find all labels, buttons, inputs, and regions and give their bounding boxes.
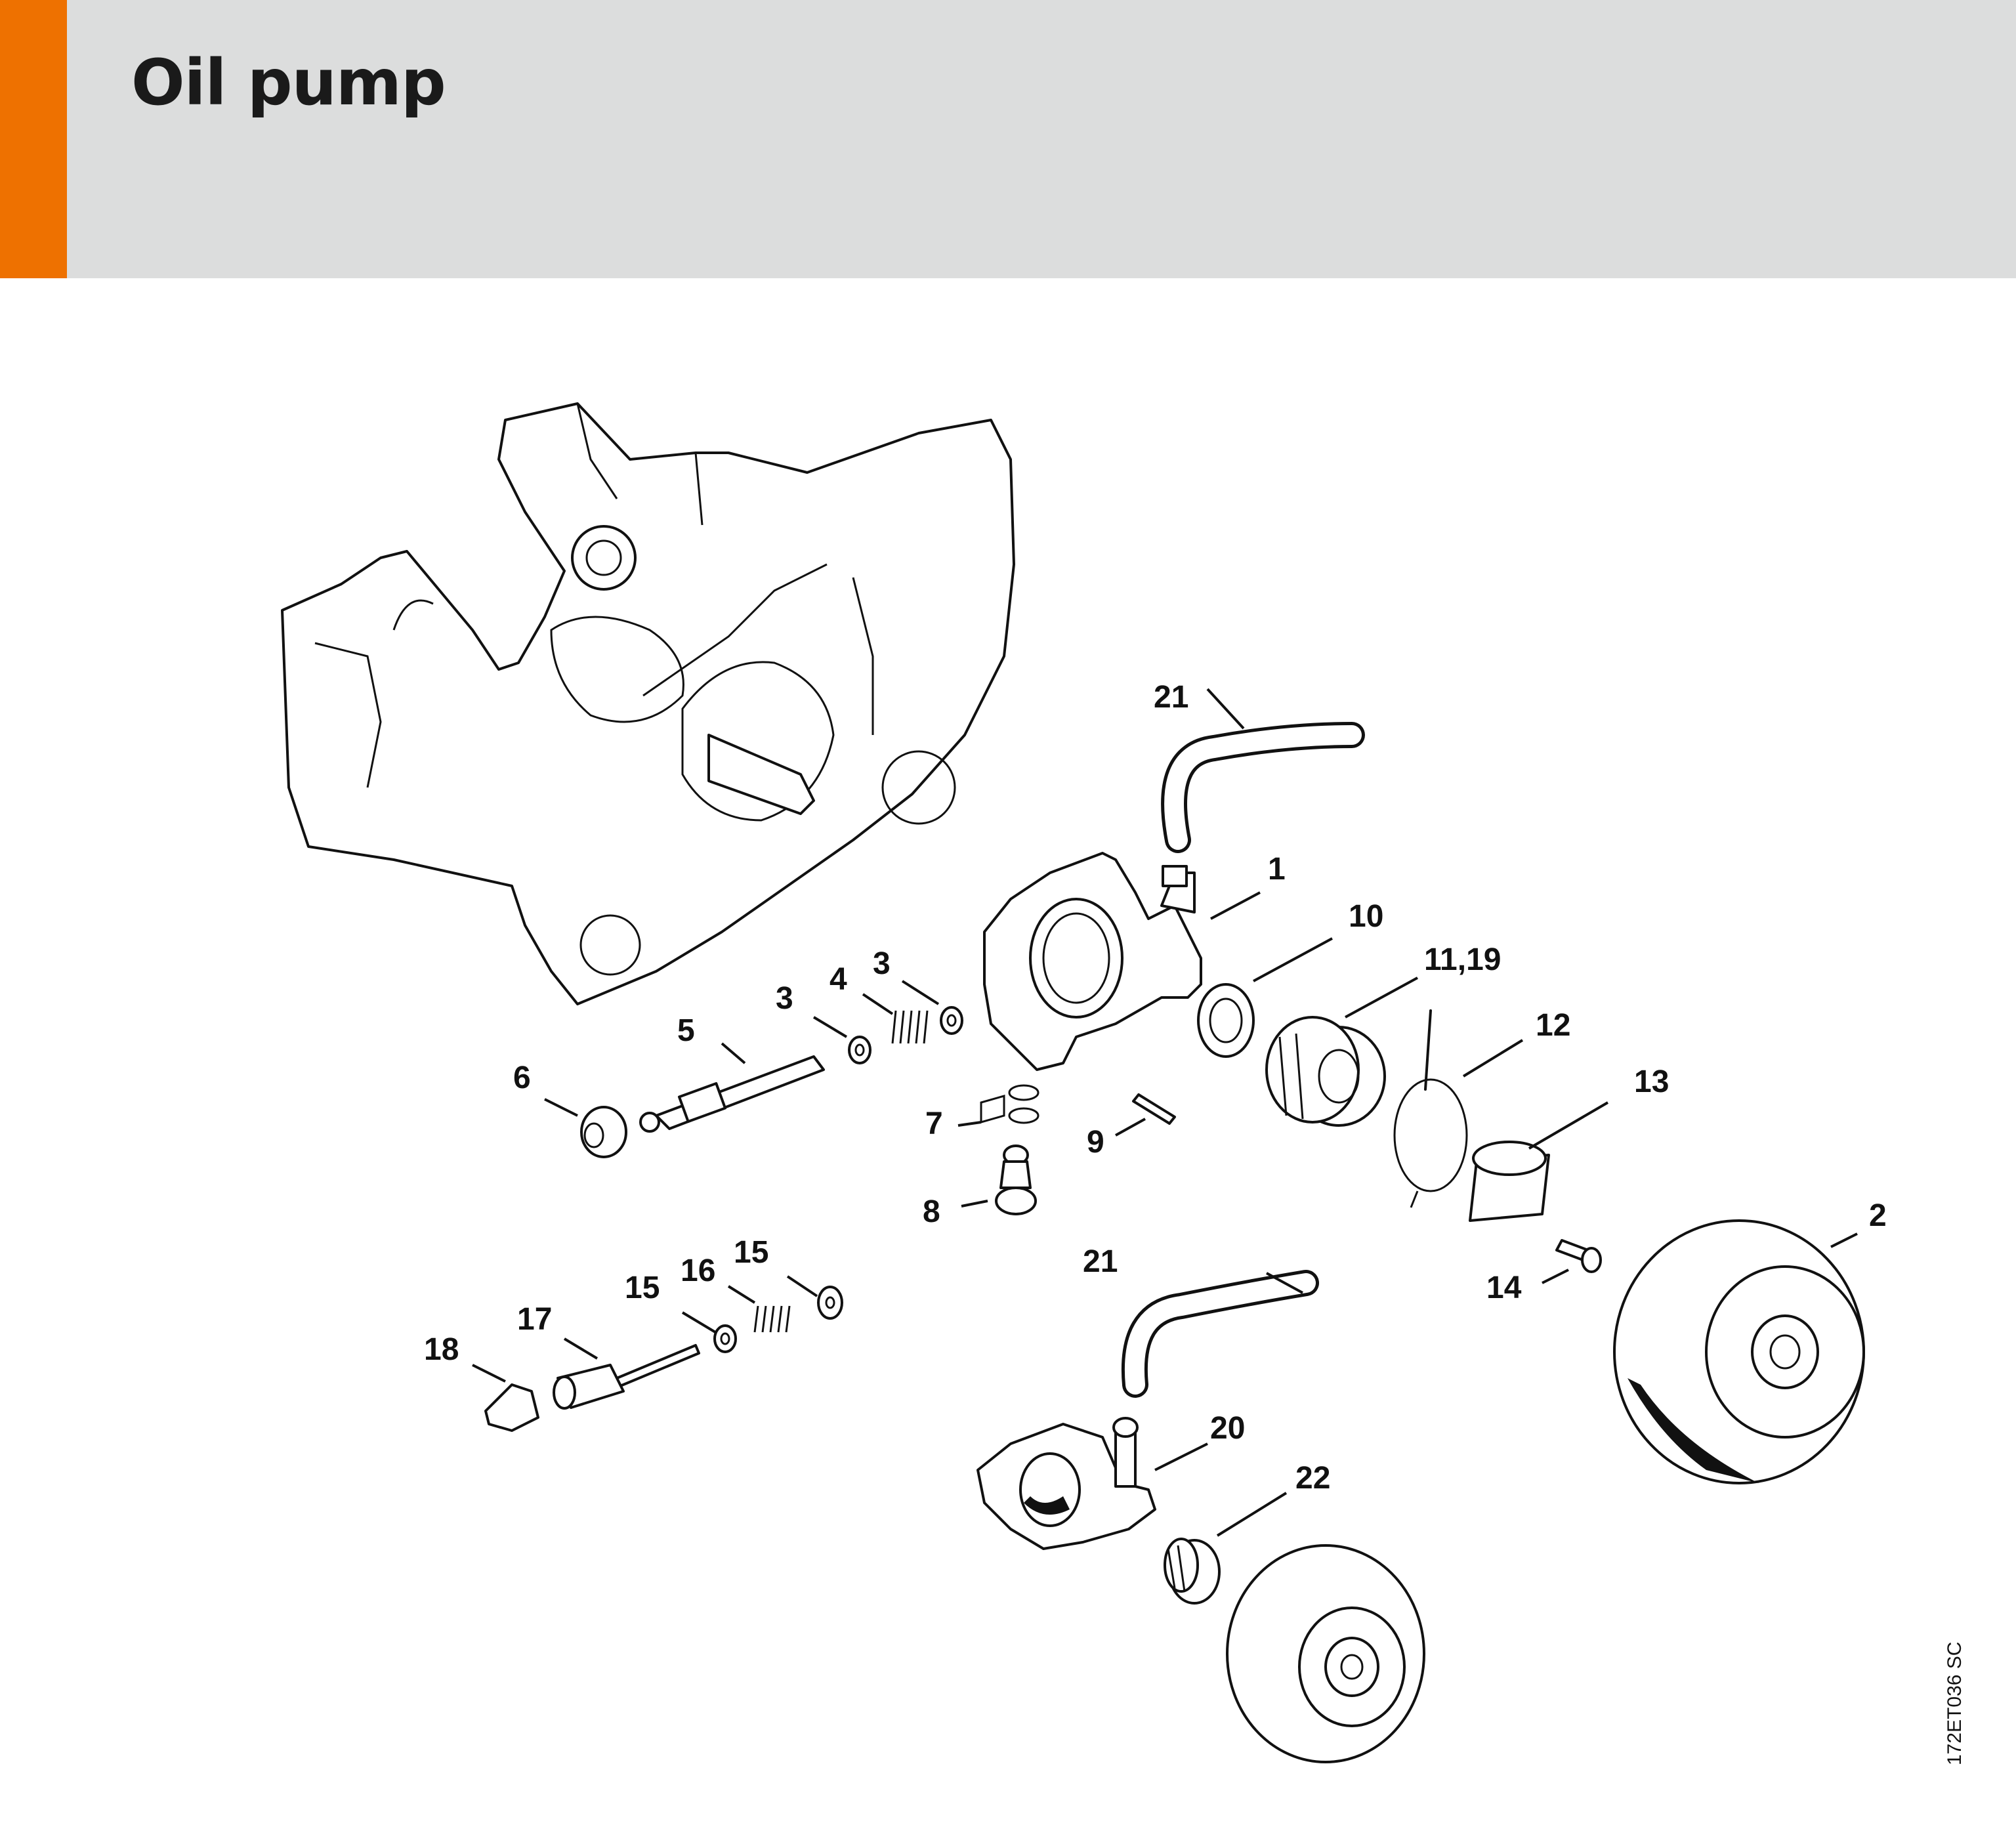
callout-6: 6 [513,1060,531,1095]
pin-9 [1132,1093,1176,1125]
washer-15-right [817,1286,843,1320]
callout-11-19: 11,19 [1424,942,1501,977]
callout-17: 17 [517,1302,552,1337]
spring-4 [891,1010,929,1044]
crankcase-housing [281,402,1015,1005]
sleeve [1469,1141,1550,1222]
callout-20: 20 [1210,1411,1245,1446]
callout-9: 9 [1087,1125,1104,1160]
callout-21-lower: 21 [1083,1244,1118,1279]
callout-8: 8 [923,1194,940,1229]
callout-18: 18 [424,1332,459,1367]
callout-3-left: 3 [776,981,793,1016]
leader-lines [472,688,1858,1537]
callout-labels: 21 1 10 11,19 12 13 2 3 4 3 5 6 7 9 8 14… [424,680,1887,1496]
part-22 [1164,1538,1221,1605]
callout-21-upper: 21 [1154,680,1188,715]
header-bar: Oil pump [0,0,2016,278]
chain-sprocket-lower [1226,1544,1425,1763]
callout-7: 7 [925,1106,943,1141]
oil-pump-body-lower [976,1417,1156,1550]
plug-6 [580,1106,627,1158]
page-title: Oil pump [131,46,446,119]
screw [1555,1239,1602,1273]
o-rings [980,1084,1040,1124]
chain-sprocket-upper [1613,1219,1865,1484]
oil-hose-upper [1161,722,1365,853]
callout-16: 16 [681,1253,715,1288]
worm-gear [1265,1016,1386,1127]
callout-10: 10 [1349,899,1383,934]
spring-clip [1393,1009,1468,1208]
header-accent-stripe [0,0,67,278]
washer-15-left [713,1324,737,1353]
callout-12: 12 [1536,1008,1570,1043]
spring-16 [753,1305,791,1333]
callout-15-right: 15 [734,1235,768,1270]
washer-10 [1197,983,1255,1058]
diagram-reference-code: 172ET036 SC [1944,1642,1965,1765]
callout-3-right: 3 [873,946,891,981]
callout-2: 2 [1869,1198,1887,1233]
callout-22: 22 [1295,1461,1330,1496]
callout-5: 5 [677,1013,695,1048]
cap-18 [484,1383,539,1432]
callout-15-left: 15 [625,1270,660,1305]
oil-pump-body [983,852,1202,1071]
callout-14: 14 [1486,1270,1522,1305]
washer-3-right [940,1006,963,1035]
pump-piston [639,1055,825,1133]
callout-13: 13 [1634,1064,1669,1099]
washer-3-left [848,1036,872,1064]
callout-1: 1 [1268,852,1286,887]
valve-8 [995,1144,1037,1215]
pump-piston-lower [553,1344,700,1410]
oil-hose-lower [1121,1270,1319,1398]
callout-4: 4 [830,962,847,997]
